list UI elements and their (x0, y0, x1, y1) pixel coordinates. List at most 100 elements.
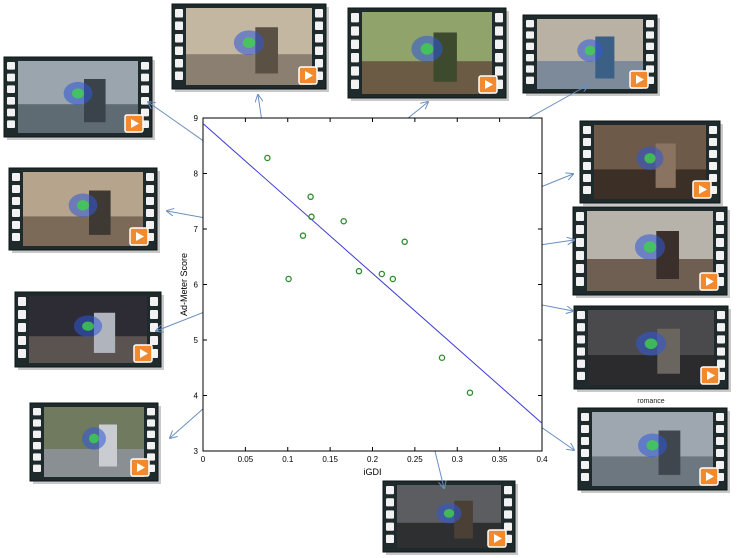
sprocket-hole (504, 510, 512, 519)
play-triangle-icon (706, 277, 714, 286)
x-tick-label: 0.1 (282, 455, 294, 464)
sprocket-hole (18, 349, 26, 358)
sprocket-hole (33, 442, 41, 450)
sprocket-hole (150, 297, 158, 306)
sprocket-hole (175, 71, 183, 80)
play-triangle-icon (706, 472, 714, 481)
sprocket-hole (351, 79, 359, 89)
data-points (264, 154, 474, 396)
sprocket-hole (526, 76, 534, 84)
thumbnail-sedan (14, 291, 164, 370)
sprocket-hole (709, 126, 717, 134)
play-triangle-icon (305, 71, 313, 80)
play-triangle-icon (136, 232, 144, 241)
thumbnail-dinner (579, 120, 723, 206)
heatmap-core (443, 508, 455, 518)
x-tick-label: 0.25 (407, 455, 423, 464)
heatmap-core (644, 153, 656, 164)
scene-ground (44, 449, 144, 477)
x-tick-label: 0.35 (492, 455, 508, 464)
heatmap-core (584, 45, 596, 56)
sprocket-hole (315, 59, 323, 68)
sprocket-hole (576, 251, 584, 260)
sprocket-hole (581, 473, 589, 481)
sprocket-hole (12, 185, 20, 193)
sprocket-hole (526, 54, 534, 62)
data-point (340, 217, 347, 225)
thumbnail-woman-car (572, 206, 730, 298)
y-tick-label: 3 (194, 447, 199, 456)
sprocket-hole (12, 197, 20, 205)
sprocket-hole (147, 408, 155, 416)
sprocket-hole (581, 461, 589, 469)
sprocket-hole (315, 21, 323, 30)
sprocket-hole (33, 464, 41, 472)
sprocket-hole (7, 108, 15, 117)
sprocket-hole (577, 347, 585, 356)
sprocket-hole (716, 238, 724, 247)
sprocket-hole (526, 42, 534, 50)
sprocket-hole (386, 522, 394, 531)
sprocket-hole (646, 31, 654, 39)
sprocket-hole (141, 85, 149, 93)
sprocket-hole (146, 221, 154, 229)
scene-ground (588, 355, 714, 385)
sprocket-hole (351, 53, 359, 63)
sprocket-hole (175, 59, 183, 68)
sprocket-hole (526, 65, 534, 73)
heatmap-core (644, 338, 658, 349)
x-tick-label: 0.15 (322, 455, 338, 464)
sprocket-hole (141, 108, 149, 117)
thumbnail-caption: romance (637, 398, 664, 405)
sprocket-hole (646, 65, 654, 73)
sprocket-hole (12, 173, 20, 181)
x-tick-label: 0.05 (238, 455, 254, 464)
sprocket-hole (495, 13, 503, 23)
sprocket-hole (583, 126, 591, 134)
scene-ground (29, 336, 147, 363)
data-point (299, 232, 307, 239)
x-axis-label: iGDI (364, 467, 382, 477)
sprocket-hole (581, 413, 589, 421)
sprocket-hole (716, 225, 724, 234)
sprocket-hole (33, 408, 41, 416)
heatmap-core (646, 440, 659, 451)
sprocket-hole (495, 39, 503, 49)
y-tick-label: 6 (194, 281, 199, 290)
sprocket-hole (577, 323, 585, 332)
sprocket-hole (351, 26, 359, 36)
data-point (401, 238, 408, 246)
scene-ground (18, 104, 138, 133)
heatmap-core (77, 200, 89, 211)
heatmap-core (89, 433, 99, 444)
regression-line (202, 123, 543, 424)
sprocket-hole (33, 453, 41, 461)
sprocket-hole (141, 97, 149, 105)
sprocket-hole (526, 31, 534, 39)
data-point (378, 270, 386, 278)
y-tick-label: 7 (194, 225, 199, 234)
scene-ground (23, 216, 143, 246)
thumbnail-escalator (3, 56, 155, 140)
sprocket-hole (315, 46, 323, 55)
sprocket-hole (581, 425, 589, 433)
sprocket-hole (709, 150, 717, 158)
play-triangle-icon (137, 463, 145, 472)
sprocket-hole (315, 9, 323, 18)
sprocket-hole (577, 311, 585, 320)
play-triangle-icon (699, 185, 707, 194)
sprocket-hole (386, 534, 394, 543)
play-triangle-icon (636, 75, 644, 84)
sprocket-hole (576, 264, 584, 273)
sprocket-hole (141, 62, 149, 70)
sprocket-hole (175, 34, 183, 43)
sprocket-hole (716, 212, 724, 221)
sprocket-hole (18, 297, 26, 306)
sprocket-hole (717, 323, 725, 332)
x-tick-label: 0 (201, 455, 206, 464)
sprocket-hole (146, 209, 154, 217)
sprocket-hole (386, 510, 394, 519)
sprocket-hole (526, 20, 534, 28)
